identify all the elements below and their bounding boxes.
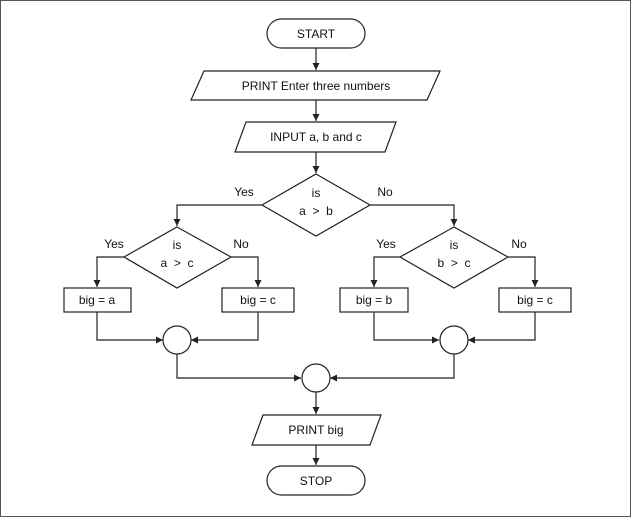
- arrow-left-no: [231, 256, 262, 287]
- print-prompt-label: PRINT Enter three numbers: [242, 79, 391, 93]
- arrow-left-join-to-final: [176, 354, 301, 382]
- decision-b-gt-c: is b > c: [398, 226, 510, 289]
- decision-a-gt-b: is a > b: [260, 173, 372, 237]
- arrow-main-no: [370, 204, 458, 226]
- input-label: INPUT a, b and c: [270, 130, 362, 144]
- decision-b-gt-c-line2: b > c: [437, 256, 470, 270]
- print-big-label: PRINT big: [288, 423, 343, 437]
- decision-a-gt-c: is a > c: [122, 226, 233, 289]
- arrow-big-c-left-to-join: [191, 312, 259, 344]
- process-big-a-label: big = a: [79, 293, 116, 307]
- process-big-c-left-label: big = c: [240, 293, 276, 307]
- process-big-b-label: big = b: [356, 293, 393, 307]
- arrow-right-no: [508, 256, 539, 287]
- stop-terminator: STOP: [266, 465, 366, 496]
- decision-a-gt-b-line2: a > b: [299, 204, 333, 218]
- process-big-a: big = a: [63, 287, 132, 313]
- process-big-c-right: big = c: [498, 287, 572, 313]
- process-big-c-left: big = c: [221, 287, 295, 313]
- left-join-connector: [162, 325, 192, 355]
- decision-b-gt-c-line1: is: [450, 238, 459, 252]
- right-no-label: No: [511, 237, 527, 251]
- decision-a-gt-c-line2: a > c: [160, 256, 193, 270]
- process-big-b: big = b: [339, 287, 409, 313]
- arrow-big-a-to-join: [96, 312, 163, 344]
- arrow-right-join-to-final: [330, 354, 455, 382]
- print-big-io: PRINT big: [251, 414, 382, 446]
- connectors: [93, 48, 539, 465]
- left-no-label: No: [233, 237, 249, 251]
- arrow-big-b-to-join: [373, 312, 439, 344]
- right-join-connector: [439, 325, 469, 355]
- process-big-c-right-label: big = c: [517, 293, 553, 307]
- arrow-left-yes: [93, 256, 124, 287]
- arrow-right-yes: [370, 256, 400, 287]
- decision-a-gt-b-line1: is: [312, 186, 321, 200]
- stop-label: STOP: [300, 474, 332, 488]
- main-no-label: No: [377, 185, 393, 199]
- print-prompt-io: PRINT Enter three numbers: [190, 70, 441, 101]
- left-yes-label: Yes: [104, 237, 124, 251]
- start-label: START: [297, 27, 336, 41]
- main-yes-label: Yes: [234, 185, 254, 199]
- right-yes-label: Yes: [376, 237, 396, 251]
- final-join-connector: [301, 363, 331, 393]
- input-io: INPUT a, b and c: [234, 121, 397, 153]
- arrow-main-yes: [173, 204, 262, 226]
- decision-a-gt-c-line1: is: [173, 238, 182, 252]
- start-terminator: START: [266, 18, 366, 49]
- arrow-big-c-right-to-join: [468, 312, 536, 344]
